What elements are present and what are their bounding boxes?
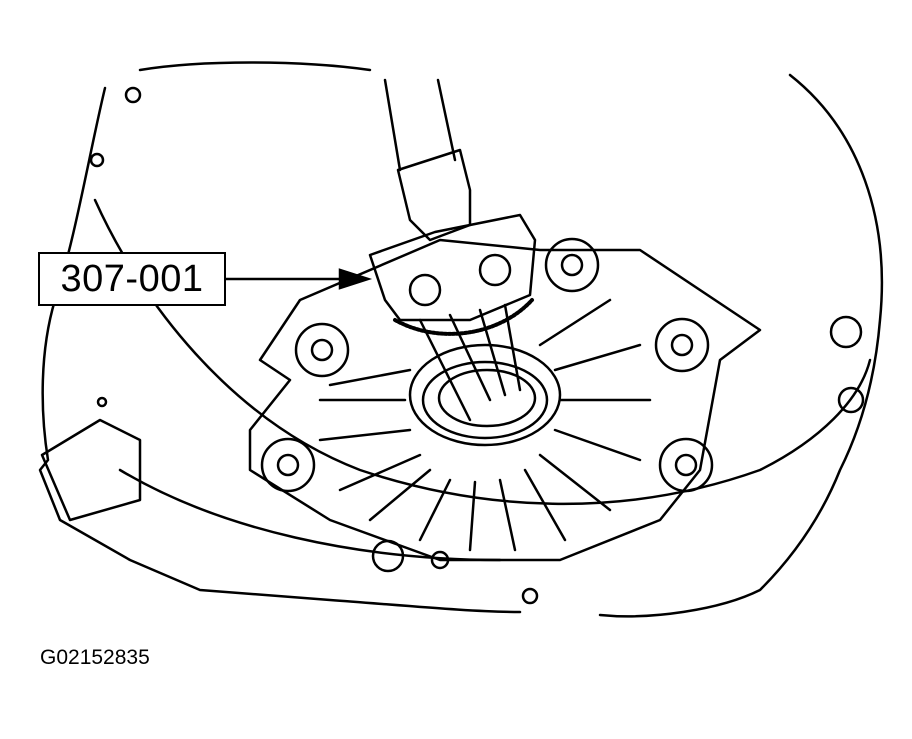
case-lug bbox=[40, 418, 142, 522]
bolt-boss bbox=[654, 317, 710, 373]
tool-bolt bbox=[408, 273, 442, 307]
tool-jaw bbox=[418, 303, 522, 422]
housing-ribs bbox=[318, 298, 652, 552]
case-outline-right bbox=[598, 73, 884, 618]
case-hole bbox=[96, 396, 108, 408]
bolt-boss bbox=[544, 237, 600, 293]
case-hole bbox=[837, 386, 865, 414]
case-hole bbox=[124, 86, 142, 104]
tool-bolt bbox=[478, 253, 512, 287]
case-hole bbox=[829, 315, 863, 349]
case-inner-flange bbox=[93, 198, 872, 506]
seal-outer-ring bbox=[408, 343, 562, 447]
tool-spring bbox=[393, 298, 534, 336]
tool-collar bbox=[368, 213, 537, 322]
tool-shaft bbox=[383, 78, 457, 172]
case-hole bbox=[89, 152, 105, 168]
case-lower-flange bbox=[118, 468, 502, 562]
seal-bore bbox=[437, 368, 537, 428]
bolt-boss bbox=[658, 437, 714, 493]
case-outline bbox=[38, 86, 522, 614]
callout-leader bbox=[226, 268, 373, 290]
seal-inner-ring bbox=[421, 360, 549, 440]
case-outline-top bbox=[138, 61, 372, 72]
case-hole bbox=[521, 587, 539, 605]
bolt-boss bbox=[294, 322, 350, 378]
tool-callout-label: 307-001 bbox=[60, 257, 204, 300]
housing-flange bbox=[248, 238, 762, 562]
tool-callout-box: 307-001 bbox=[38, 252, 226, 306]
bolt-boss bbox=[260, 437, 316, 493]
figure-id: G02152835 bbox=[40, 646, 150, 669]
